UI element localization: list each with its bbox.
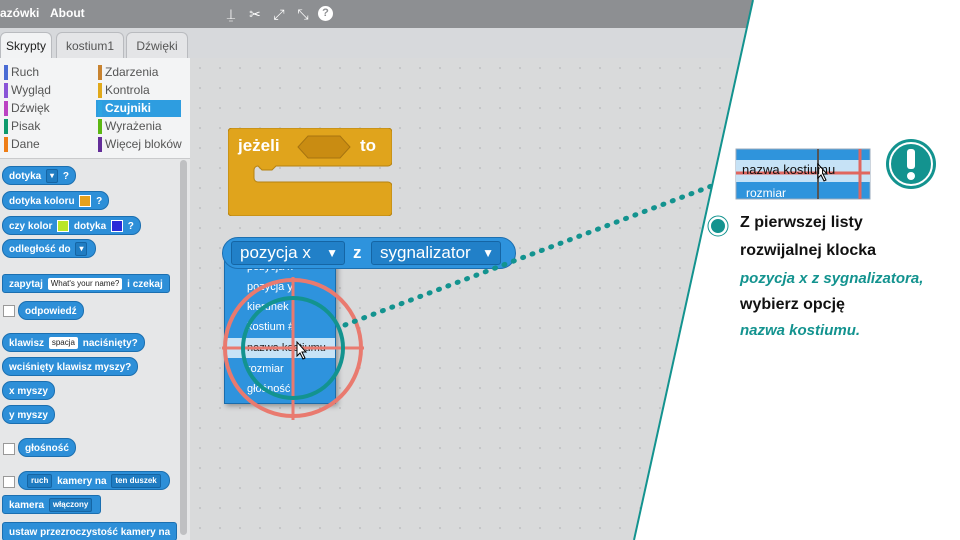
tab-bar: Skrypty kostium1 Dźwięki xyxy=(0,28,760,59)
block-mouse-y[interactable]: y myszy xyxy=(2,405,55,424)
category-sound[interactable]: Dźwięk xyxy=(2,100,50,117)
block-answer[interactable]: odpowiedź xyxy=(18,301,84,320)
shrink-icon[interactable]: ⤡ xyxy=(297,6,309,22)
callout-line-1: Z pierwszej listy xyxy=(740,214,863,231)
menu-tips[interactable]: azówki xyxy=(0,6,40,20)
block-loudness[interactable]: głośność xyxy=(18,438,76,457)
cut-icon[interactable]: ✂ xyxy=(249,6,261,22)
tab-costumes[interactable]: kostium1 xyxy=(56,32,124,59)
callout-line-5: nazwa kostiumu. xyxy=(740,322,861,339)
grow-icon[interactable]: ⤢ xyxy=(273,6,285,22)
chevron-down-icon: ▼ xyxy=(326,246,338,260)
block-palette: Ruch Wygląd Dźwięk Pisak Dane Zdarzenia … xyxy=(0,58,190,540)
tab-scripts[interactable]: Skrypty xyxy=(0,32,52,59)
callout-line-2: rozwijalnej klocka xyxy=(740,242,877,259)
category-pen[interactable]: Pisak xyxy=(2,118,40,135)
category-more-blocks[interactable]: Więcej bloków xyxy=(96,136,182,153)
block-ask-and-wait[interactable]: zapytaj What's your name? i czekaj xyxy=(2,274,170,293)
then-label: to xyxy=(360,136,377,155)
tab-sounds[interactable]: Dźwięki xyxy=(126,32,188,59)
if-label: jeżeli xyxy=(238,136,280,155)
attribute-dropdown[interactable]: pozycja x▼ xyxy=(231,241,345,265)
block-turn-video[interactable]: kamera włączony xyxy=(2,495,102,514)
callout-line-4: wybierz opcję xyxy=(740,296,845,313)
bullet-icon xyxy=(709,217,727,235)
category-operators[interactable]: Wyrażenia xyxy=(96,118,162,135)
menu-bar: azówki About ⍊ ✂ ⤢ ⤡ ? xyxy=(0,0,760,28)
block-color-touching-color[interactable]: czy kolor dotyka ? xyxy=(2,216,141,235)
block-touching[interactable]: dotyka ▾ ? xyxy=(2,166,76,185)
thumb-option-text-2: rozmiar xyxy=(746,186,787,199)
block-set-video-transparency[interactable]: ustaw przezroczystość kamery na xyxy=(2,522,178,540)
loudness-checkbox[interactable] xyxy=(3,443,15,455)
block-touching-color[interactable]: dotyka koloru ? xyxy=(2,191,110,210)
category-looks[interactable]: Wygląd xyxy=(2,82,51,99)
category-list: Ruch Wygląd Dźwięk Pisak Dane Zdarzenia … xyxy=(0,58,190,159)
category-sensing[interactable]: Czujniki xyxy=(96,100,181,117)
category-control[interactable]: Kontrola xyxy=(96,82,150,99)
thumb-pointer-icon xyxy=(817,162,829,182)
callout-line-3: pozycja x z sygnalizatora, xyxy=(740,270,924,287)
block-mouse-down[interactable]: wciśnięty klawisz myszy? xyxy=(2,357,139,376)
category-data[interactable]: Dane xyxy=(2,136,40,153)
help-icon[interactable]: ? xyxy=(318,6,333,21)
category-events[interactable]: Zdarzenia xyxy=(96,64,158,81)
category-motion[interactable]: Ruch xyxy=(2,64,39,81)
block-video-motion[interactable]: ruch kamery na ten duszek xyxy=(18,471,170,490)
thumb-option-text: nazwa kostiumu xyxy=(742,162,836,177)
block-mouse-x[interactable]: x myszy xyxy=(2,381,55,400)
duplicate-icon[interactable]: ⍊ xyxy=(226,6,236,22)
answer-checkbox[interactable] xyxy=(3,305,15,317)
video-motion-checkbox[interactable] xyxy=(3,476,15,488)
block-distance-to[interactable]: odległość do ▾ xyxy=(2,239,97,258)
block-key-pressed[interactable]: klawisz spacja naciśnięty? xyxy=(2,333,145,352)
menu-about[interactable]: About xyxy=(50,6,85,20)
palette-scrollbar[interactable] xyxy=(180,160,187,535)
